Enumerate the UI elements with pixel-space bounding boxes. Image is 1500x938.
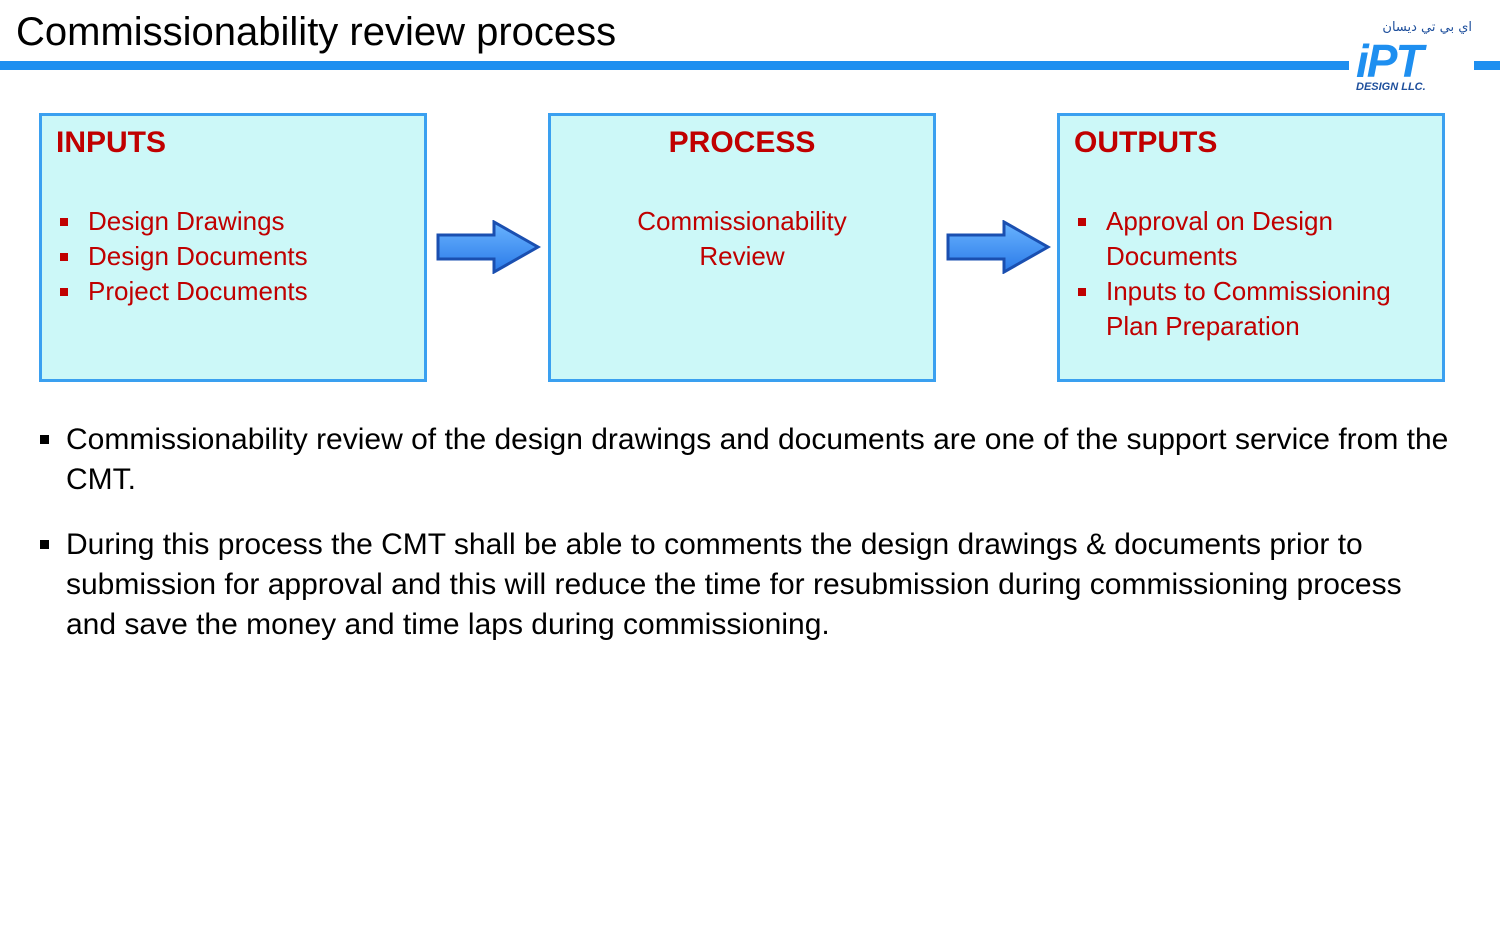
bullet-text: Commissionability review of the design d… — [66, 423, 1449, 496]
bullet-square-icon — [40, 435, 49, 444]
outputs-box: OUTPUTS Approval on Design Documents Inp… — [1057, 113, 1445, 382]
outputs-list: Approval on Design Documents Inputs to C… — [1074, 204, 1434, 344]
logo-subtitle: DESIGN LLC. — [1356, 81, 1426, 93]
bullet-text: During this process the CMT shall be abl… — [66, 528, 1402, 641]
process-text: Commissionability Review — [551, 204, 933, 274]
outputs-heading: OUTPUTS — [1074, 126, 1218, 159]
list-item-text: Inputs to Commissioning Plan Preparation — [1106, 276, 1391, 341]
list-item: Project Documents — [56, 274, 308, 309]
process-heading: PROCESS — [668, 126, 816, 159]
flow-arrow-icon — [946, 220, 1051, 274]
bullet-square-icon — [60, 288, 68, 296]
bullet-square-icon — [60, 218, 68, 226]
process-box: PROCESS Commissionability Review — [548, 113, 936, 382]
list-item-text: Design Documents — [88, 241, 308, 271]
slide-title: Commissionability review process — [16, 10, 617, 54]
list-item-text: Project Documents — [88, 276, 308, 306]
process-line: Commissionability — [637, 206, 847, 236]
list-item: Approval on Design Documents — [1074, 204, 1434, 274]
process-line: Review — [699, 241, 785, 271]
inputs-list: Design Drawings Design Documents Project… — [56, 204, 308, 309]
bullet-square-icon — [1078, 218, 1086, 226]
bullet-square-icon — [1078, 288, 1086, 296]
bullet-square-icon — [40, 540, 49, 549]
company-logo: اي بي تي ديسان iPT DESIGN LLC. — [1350, 18, 1480, 96]
bullet-square-icon — [60, 253, 68, 261]
inputs-heading: INPUTS — [56, 126, 167, 159]
list-item: Design Documents — [56, 239, 308, 274]
list-item-text: Design Drawings — [88, 206, 285, 236]
list-item: Design Drawings — [56, 204, 308, 239]
logo-arabic-text: اي بي تي ديسان — [1382, 20, 1472, 35]
title-rule-right — [1474, 61, 1500, 70]
list-item: Inputs to Commissioning Plan Preparation — [1074, 274, 1434, 344]
flow-arrow-icon — [436, 220, 541, 274]
list-item: Commissionability review of the design d… — [38, 420, 1458, 500]
inputs-box: INPUTS Design Drawings Design Documents … — [39, 113, 427, 382]
title-rule — [0, 61, 1349, 70]
list-item-text: Approval on Design Documents — [1106, 206, 1333, 271]
list-item: During this process the CMT shall be abl… — [38, 525, 1458, 645]
logo-mark: iPT — [1356, 35, 1424, 87]
body-bullet-list: Commissionability review of the design d… — [38, 420, 1458, 670]
